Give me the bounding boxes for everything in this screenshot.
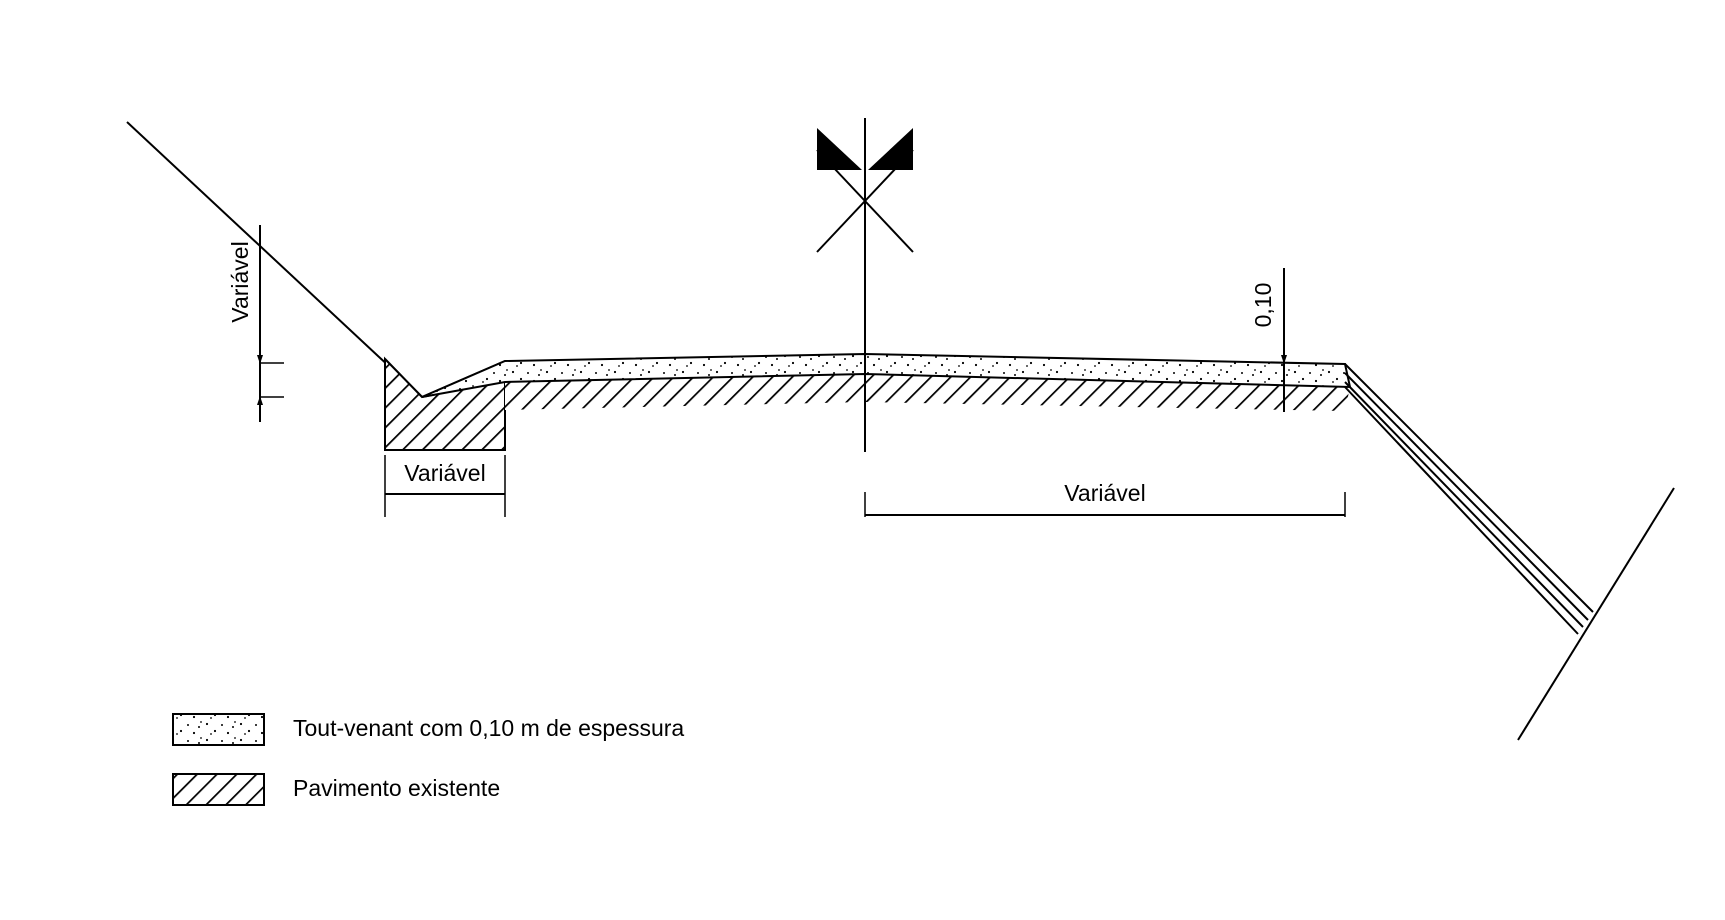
thickness-dim-arrow (1281, 355, 1287, 364)
legend-label-tout-venant: Tout-venant com 0,10 m de espessura (293, 715, 684, 741)
legend-swatch-tout-venant (172, 713, 265, 746)
left-bottom-dim-label: Variável (404, 460, 485, 486)
terrain-line-right (1517, 487, 1675, 741)
left-vertical-dim-arrow-1 (257, 355, 263, 364)
right-bottom-dim-label: Variável (1064, 480, 1145, 506)
existing-pavement-hatch (505, 374, 1350, 411)
left-vertical-dim-arrow-2 (257, 396, 263, 405)
fill-slope-line-4 (1344, 386, 1579, 635)
fill-slope-line-1 (1344, 363, 1594, 613)
axis-flag-right-icon (868, 128, 913, 170)
fill-slope-line-2 (1344, 372, 1589, 621)
cut-slope-line (126, 121, 423, 398)
legend-swatch-pavimento (172, 773, 265, 806)
legend-label-pavimento: Pavimento existente (293, 775, 500, 801)
ditch-hatch-block (384, 356, 506, 451)
left-vertical-dim-label: Variável (227, 241, 253, 322)
fill-slope-line-3 (1344, 381, 1584, 628)
axis-flag-left-icon (817, 128, 862, 170)
thickness-dim-label: 0,10 (1250, 283, 1276, 328)
